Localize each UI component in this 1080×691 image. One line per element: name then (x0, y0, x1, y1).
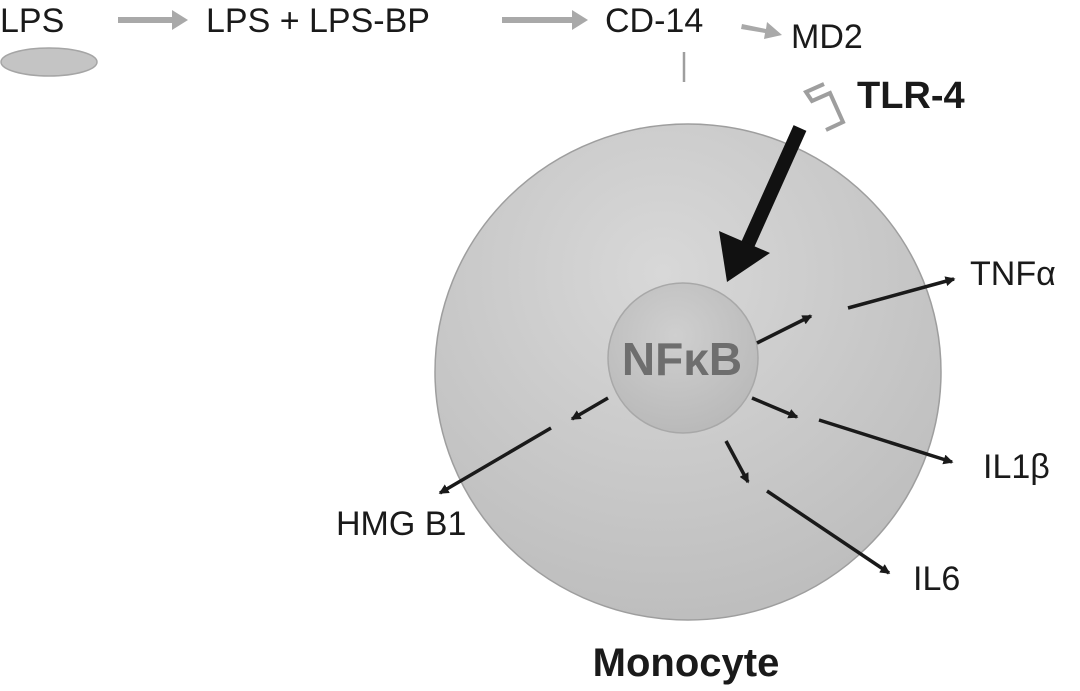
il1-beta-label: IL1β (983, 448, 1050, 486)
tnf-alpha-label: TNFα (970, 255, 1056, 293)
tlr4-label: TLR-4 (857, 75, 965, 117)
nfkb-nucleus (607, 282, 759, 434)
arrow-lpsbp-to-cd14 (502, 10, 588, 30)
tlr4-signal-arrow (719, 125, 807, 282)
cd14-label: CD-14 (605, 2, 703, 40)
arrow-cd14-to-md2 (741, 22, 782, 39)
arrow-tnf-inner (756, 314, 813, 345)
lps-label: LPS (0, 2, 64, 40)
arrow-hmgb1-outer (438, 426, 552, 495)
lps-bp-label: LPS + LPS-BP (206, 2, 430, 40)
pathway-arrows (118, 10, 782, 39)
arrow-il1-inner (751, 396, 799, 419)
il6-label: IL6 (913, 560, 960, 598)
arrow-tnf-outer (847, 276, 956, 310)
lps-oval (0, 47, 98, 77)
cytokine-arrows (438, 276, 956, 575)
md2-label: MD2 (791, 18, 863, 56)
monocyte-label: Monocyte (593, 641, 780, 685)
arrow-il1-outer (818, 418, 954, 465)
arrow-hmgb1-inner (570, 396, 609, 421)
hmgb1-label: HMG B1 (336, 505, 466, 543)
arrow-il6-inner (724, 440, 750, 484)
tlr4-receptor-icon (803, 82, 846, 132)
arrow-il6-outer (766, 489, 891, 575)
nfkb-label: NFκB (622, 333, 742, 385)
arrow-lps-to-lpsbp (118, 10, 188, 30)
